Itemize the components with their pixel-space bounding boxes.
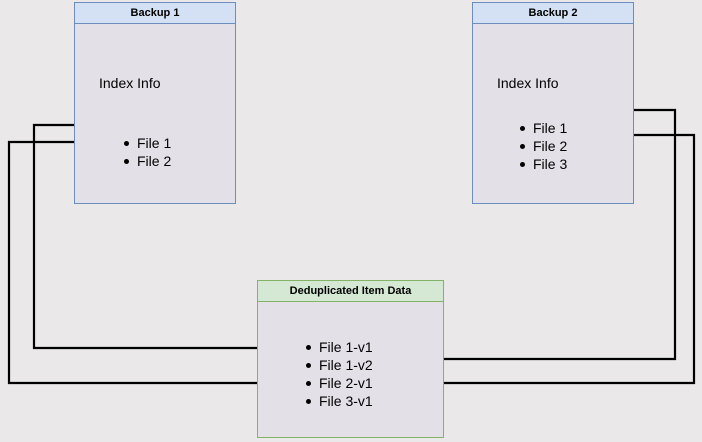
node-backup-2-title: Backup 2 — [473, 3, 633, 24]
node-backup-1-file-list: File 1 File 2 — [122, 134, 171, 170]
node-deduplicated-file-list: File 1-v1 File 1-v2 File 2-v1 File 3-v1 — [304, 338, 373, 410]
node-backup-2[interactable]: Backup 2 Index Info File 1 File 2 File 3 — [472, 2, 634, 204]
list-item[interactable]: File 2 — [518, 137, 567, 155]
node-backup-2-file-list: File 1 File 2 File 3 — [518, 119, 567, 173]
node-deduplicated-item-data-body: File 1-v1 File 1-v2 File 2-v1 File 3-v1 — [258, 302, 443, 437]
node-backup-1-body: Index Info File 1 File 2 — [75, 24, 235, 203]
list-item[interactable]: File 1-v2 — [304, 356, 373, 374]
list-item[interactable]: File 3-v1 — [304, 392, 373, 410]
list-item[interactable]: File 1-v1 — [304, 338, 373, 356]
list-item[interactable]: File 1 — [518, 119, 567, 137]
node-deduplicated-item-data[interactable]: Deduplicated Item Data File 1-v1 File 1-… — [257, 280, 444, 438]
list-item[interactable]: File 2 — [122, 152, 171, 170]
node-backup-1[interactable]: Backup 1 Index Info File 1 File 2 — [74, 2, 236, 204]
node-backup-2-body: Index Info File 1 File 2 File 3 — [473, 24, 633, 203]
list-item[interactable]: File 3 — [518, 155, 567, 173]
list-item[interactable]: File 2-v1 — [304, 374, 373, 392]
node-backup-1-index-label: Index Info — [99, 75, 161, 91]
node-backup-2-index-label: Index Info — [497, 75, 559, 91]
node-backup-1-title: Backup 1 — [75, 3, 235, 24]
node-deduplicated-item-data-title: Deduplicated Item Data — [258, 281, 443, 302]
list-item[interactable]: File 1 — [122, 134, 171, 152]
